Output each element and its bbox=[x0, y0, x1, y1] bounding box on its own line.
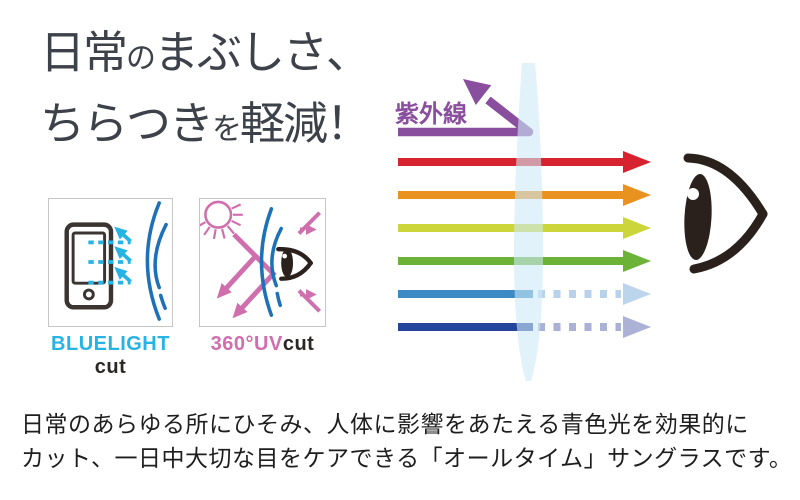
orange-ray-arrow bbox=[398, 184, 651, 206]
lens-shape bbox=[514, 63, 543, 381]
uv-cut-badge bbox=[199, 198, 326, 327]
bluelight-badge-subtitle: cut bbox=[94, 356, 127, 378]
description-line1: 日常のあらゆる所にひそみ、人体に影響をあたえる青色光を効果的に bbox=[21, 412, 749, 437]
headline-text: 軽減！ bbox=[240, 99, 371, 149]
light-blue-ray-arrow bbox=[398, 283, 651, 305]
lens-arc-icon bbox=[259, 207, 283, 317]
smartphone-icon bbox=[64, 222, 114, 310]
uv-badge-title-black: cut bbox=[282, 333, 315, 355]
eye-icon bbox=[276, 247, 313, 281]
light-spectrum-diagram: 紫外線 bbox=[395, 63, 768, 381]
bluelight-ray-arrows bbox=[88, 226, 132, 285]
uv-cut-icon bbox=[200, 200, 321, 319]
sun-icon bbox=[200, 200, 243, 240]
headline-text: ちらつき bbox=[40, 99, 214, 149]
headline-text: まぶしさ、 bbox=[154, 28, 371, 78]
red-ray-arrow bbox=[398, 151, 651, 173]
backside-uv-arrows bbox=[297, 211, 321, 313]
bluelight-cut-badge bbox=[48, 198, 173, 327]
headline-line2: ちらつきを軽減！ bbox=[40, 89, 371, 160]
yellow-green-ray-arrow bbox=[398, 217, 651, 239]
eye-icon-large bbox=[683, 153, 768, 274]
headline-text: の bbox=[126, 42, 156, 75]
green-ray-arrow bbox=[398, 250, 651, 272]
lens-arc-icon bbox=[145, 201, 168, 321]
uv-badge-title: 360°UVcut bbox=[190, 333, 335, 356]
headline-text: 日常 bbox=[40, 28, 128, 78]
headline-text: を bbox=[212, 113, 242, 146]
uv-ray-label: 紫外線 bbox=[395, 100, 467, 128]
uv-badge-title-colored: 360°UV bbox=[210, 333, 283, 355]
description-line2: カット、一日中大切な目をケアできる「オールタイム」サングラスです。 bbox=[21, 446, 793, 471]
bluelight-cut-icon bbox=[64, 201, 168, 321]
navy-ray-arrow bbox=[398, 316, 651, 338]
bluelight-badge-title: BLUELIGHT bbox=[51, 333, 170, 355]
headline: 日常のまぶしさ、 ちらつきを軽減！ bbox=[40, 18, 371, 160]
description-text: 日常のあらゆる所にひそみ、人体に影響をあたえる青色光を効果的に カット、一日中大… bbox=[21, 408, 792, 476]
headline-line1: 日常のまぶしさ、 bbox=[40, 18, 371, 89]
